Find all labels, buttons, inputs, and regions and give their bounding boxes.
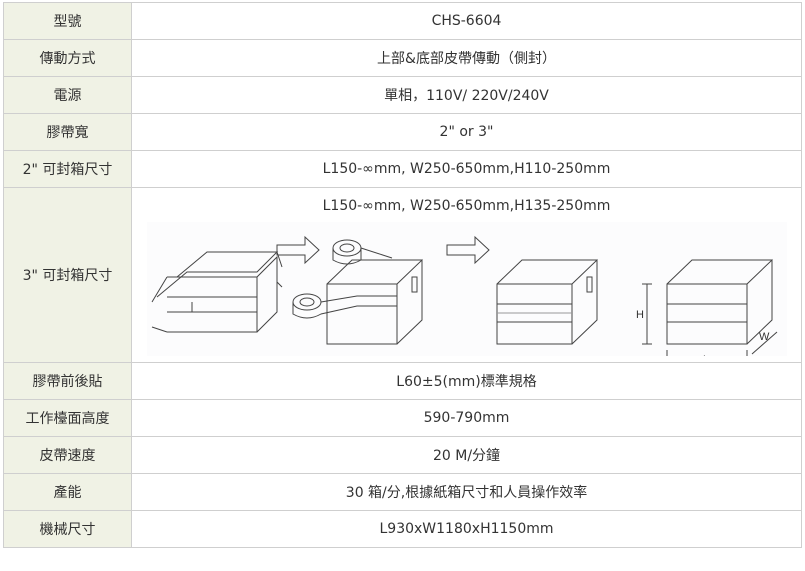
spec-value: L60±5(mm)標準規格 <box>131 362 802 400</box>
carton-dimension-illustration <box>641 258 777 356</box>
spec-label: 機械尺寸 <box>3 510 132 548</box>
spec-value: 2" or 3" <box>131 113 802 151</box>
spec-value-cell: L150-∞mm, W250-650mm,H135-250mm <box>131 187 802 363</box>
spec-value: 單相，110V/ 220V/240V <box>131 76 802 114</box>
spec-value: L150-∞mm, W250-650mm,H135-250mm <box>322 198 611 214</box>
spec-label: 2" 可封箱尺寸 <box>3 150 132 188</box>
spec-label: 產能 <box>3 473 132 511</box>
spec-value: L150-∞mm, W250-650mm,H110-250mm <box>131 150 802 188</box>
spec-value: L930xW1180xH1150mm <box>131 510 802 548</box>
dim-l-label: L <box>703 354 709 356</box>
spec-label: 膠帶寬 <box>3 113 132 151</box>
taping-carton-illustration <box>292 239 422 345</box>
arrow-icon-2 <box>446 235 490 265</box>
dim-w-label: W <box>759 331 770 343</box>
spec-label: 3" 可封箱尺寸 <box>3 187 132 363</box>
spec-label: 工作檯面高度 <box>3 399 132 437</box>
dim-h-label: H <box>636 309 644 321</box>
table-row: 電源單相，110V/ 220V/240V <box>3 76 802 114</box>
spec-value: 30 箱/分,根據紙箱尺寸和人員操作效率 <box>131 473 802 511</box>
open-carton-illustration <box>151 251 282 333</box>
spec-label: 皮帶速度 <box>3 436 132 474</box>
spec-value: 590-790mm <box>131 399 802 437</box>
carton-sealing-diagram: H L W <box>146 222 787 356</box>
sealed-carton-illustration <box>496 258 597 345</box>
table-row: 傳動方式上部&底部皮帶傳動（側封） <box>3 39 802 77</box>
spec-label: 電源 <box>3 76 132 114</box>
spec-value: CHS-6604 <box>131 2 802 40</box>
spec-value: 20 M/分鐘 <box>131 436 802 474</box>
arrow-icon-1 <box>276 235 320 265</box>
spec-label: 型號 <box>3 2 132 40</box>
spec-label: 膠帶前後貼 <box>3 362 132 400</box>
table-row: 3" 可封箱尺寸 L150-∞mm, W250-650mm,H135-250mm <box>3 187 802 363</box>
spec-label: 傳動方式 <box>3 39 132 77</box>
spec-value: 上部&底部皮帶傳動（側封） <box>131 39 802 77</box>
